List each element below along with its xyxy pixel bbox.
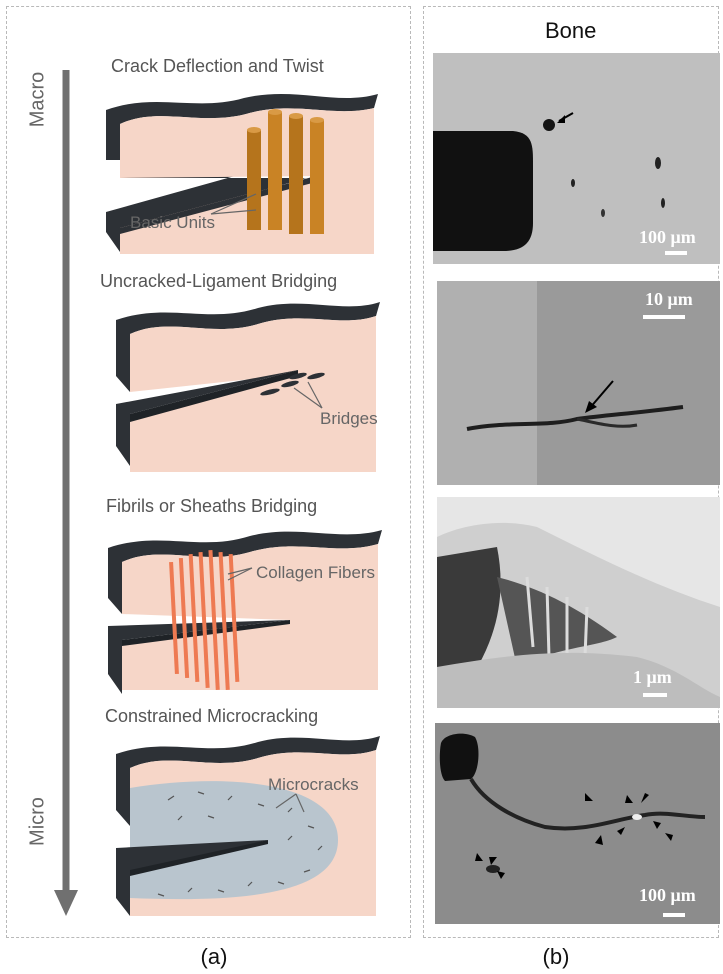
caption-b: (b) [526,944,586,970]
crack-block-bridges: Bridges [108,296,388,481]
stage-title-fibrils-bridging: Fibrils or Sheaths Bridging [106,496,317,517]
microcracks-label: Microcracks [268,775,359,794]
collagen-fibers-label: Collagen Fibers [256,563,375,582]
osteocyte-lacuna [543,119,555,131]
stage-title-microcracking: Constrained Microcracking [105,706,318,727]
bridges-label: Bridges [320,409,378,428]
axis-macro-label: Macro [27,70,50,130]
scale-bar-label-2: 10 μm [645,289,693,309]
axis-micro-label: Micro [27,792,50,852]
basic-units-label: Basic Units [130,213,215,232]
stage-title-ligament-bridging: Uncracked-Ligament Bridging [100,271,337,292]
scale-bar-label-4: 100 μm [639,885,696,905]
scale-bar-label-3: 1 μm [633,667,672,687]
crack-block-microcracks: Microcracks [108,730,388,925]
scale-bar-label-1: 100 μm [639,227,696,247]
stage-title-crack-deflection: Crack Deflection and Twist [111,56,324,77]
sem-image-4: 100 μm [435,723,720,924]
sem-image-2: 10 μm [437,281,720,485]
sem-image-3: 1 μm [437,497,720,708]
caption-a: (a) [184,944,244,970]
bone-title: Bone [545,18,596,44]
sem-image-1: 100 μm [433,53,720,264]
crack-block-basic-units: Basic Units [96,82,386,262]
crack-block-collagen-fibers: Collagen Fibers [100,522,390,702]
